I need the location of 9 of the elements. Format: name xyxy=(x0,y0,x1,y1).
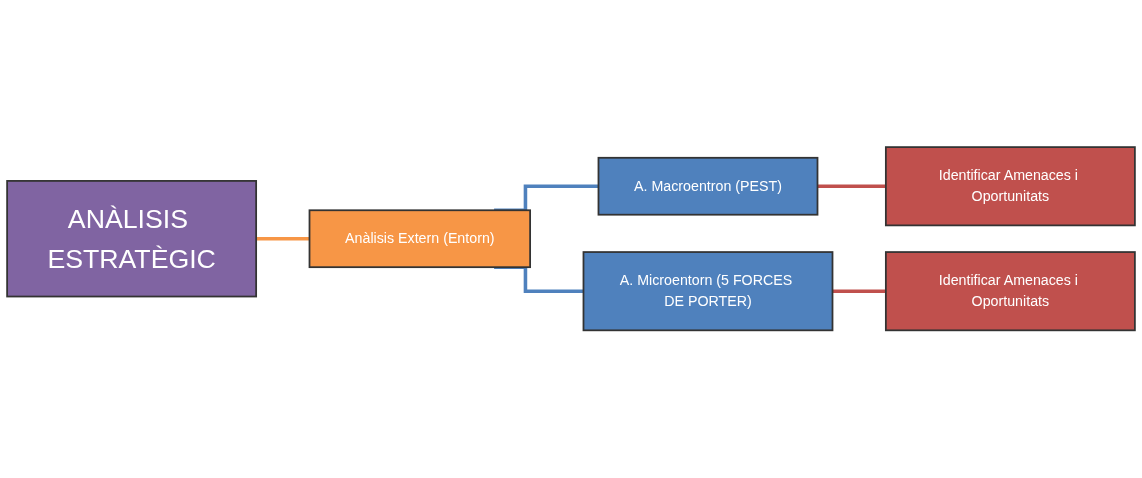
connector xyxy=(832,289,886,294)
connector xyxy=(256,237,310,241)
node-box: ANÀLISIS ESTRATÈGIC xyxy=(6,180,258,298)
connector xyxy=(817,184,886,189)
node-box: Identificar Amenaces i Oportunitats xyxy=(884,251,1136,332)
node-box: Identificar Amenaces i Oportunitats xyxy=(884,146,1136,227)
node-box: Anàlisis Extern (Entorn) xyxy=(308,209,531,269)
node-box: A. Macroentron (PEST) xyxy=(597,157,819,216)
node-box: A. Microentorn (5 FORCES DE PORTER) xyxy=(582,251,834,332)
